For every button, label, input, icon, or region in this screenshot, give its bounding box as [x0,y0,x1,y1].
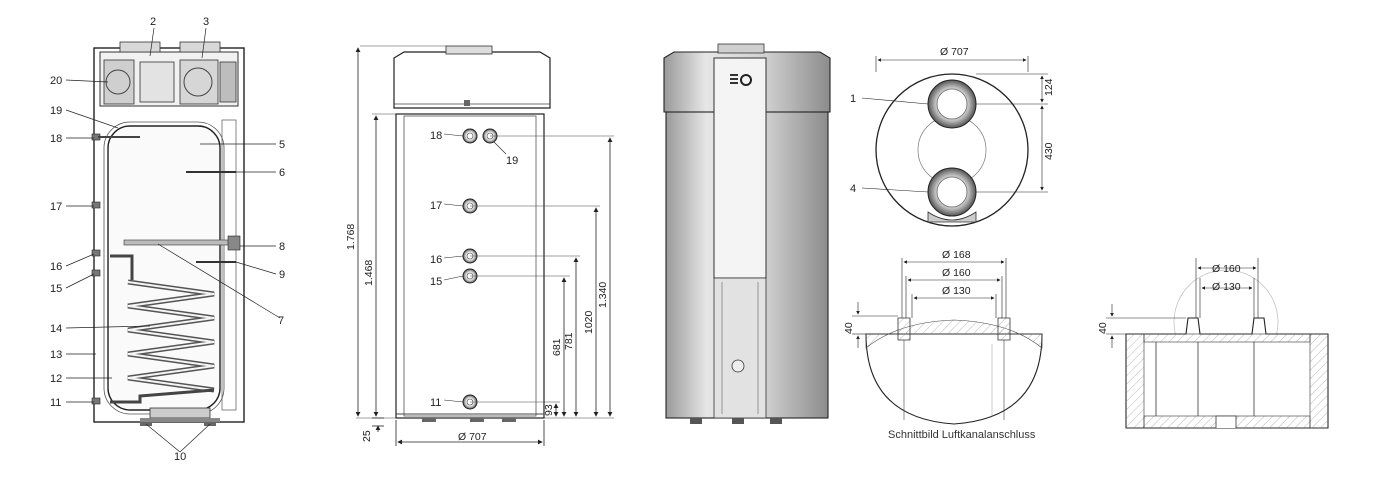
top-view: Ø 707 124 430 1 4 [850,46,1055,227]
callout-14: 14 [50,323,62,335]
dim-781: 781 [563,332,575,350]
dim-body-height: 1.468 [363,260,375,286]
port-label-19: 19 [506,155,518,167]
section-b-d130: Ø 130 [1212,281,1241,293]
top-dim-124: 124 [1043,78,1055,96]
callout-16: 16 [50,261,62,273]
power-button-icon [740,74,752,86]
callout-9: 9 [279,269,285,281]
cutaway-view: 2 3 20 19 18 5 6 17 8 16 9 15 7 14 13 12… [50,16,285,463]
dim-total-height: 1.768 [345,224,357,250]
section-a-h40: 40 [843,322,855,334]
dim-1340: 1.340 [597,282,609,308]
section-a-view: Ø 168 Ø 160 Ø 130 40 Schnittbild Luftkan… [843,249,1043,441]
dim-diameter: Ø 707 [458,431,487,443]
dim-93: 93 [543,404,555,416]
top-dim-430: 430 [1043,142,1055,160]
callout-6: 6 [279,167,285,179]
dim-681: 681 [551,338,563,356]
port-label-11: 11 [430,397,441,409]
section-a-d160: Ø 160 [942,267,971,279]
callout-10: 10 [174,451,186,463]
callout-13: 13 [50,349,62,361]
callout-5: 5 [279,139,285,151]
callout-15: 15 [50,283,62,295]
section-b-h40: 40 [1097,322,1109,334]
section-b-d160: Ø 160 [1212,263,1241,275]
callout-7: 7 [278,315,284,327]
callout-19: 19 [50,105,62,117]
dim-1020: 1020 [583,310,595,334]
port-label-17: 17 [430,200,442,212]
callout-12: 12 [50,373,62,385]
section-a-d168: Ø 168 [942,249,971,261]
callout-11: 11 [50,397,61,409]
port-label-18: 18 [430,130,442,142]
top-label-4: 4 [850,183,856,195]
port-label-15: 15 [430,276,442,288]
back-view: 18 19 17 16 15 11 [345,45,614,446]
section-a-d130: Ø 130 [942,285,971,297]
section-a-caption: Schnittbild Luftkanalanschluss [888,429,1036,441]
callout-17: 17 [50,201,62,213]
callout-20: 20 [50,75,62,87]
callout-8: 8 [279,241,285,253]
top-label-1: 1 [850,93,856,105]
callout-3: 3 [203,16,209,28]
dim-foot-25: 25 [361,430,373,442]
callout-2: 2 [150,16,156,28]
port-label-16: 16 [430,254,442,266]
front-view [663,43,831,424]
top-diameter: Ø 707 [940,46,969,58]
section-b-view: Ø 160 Ø 130 40 [1097,258,1329,429]
callout-18: 18 [50,133,62,145]
